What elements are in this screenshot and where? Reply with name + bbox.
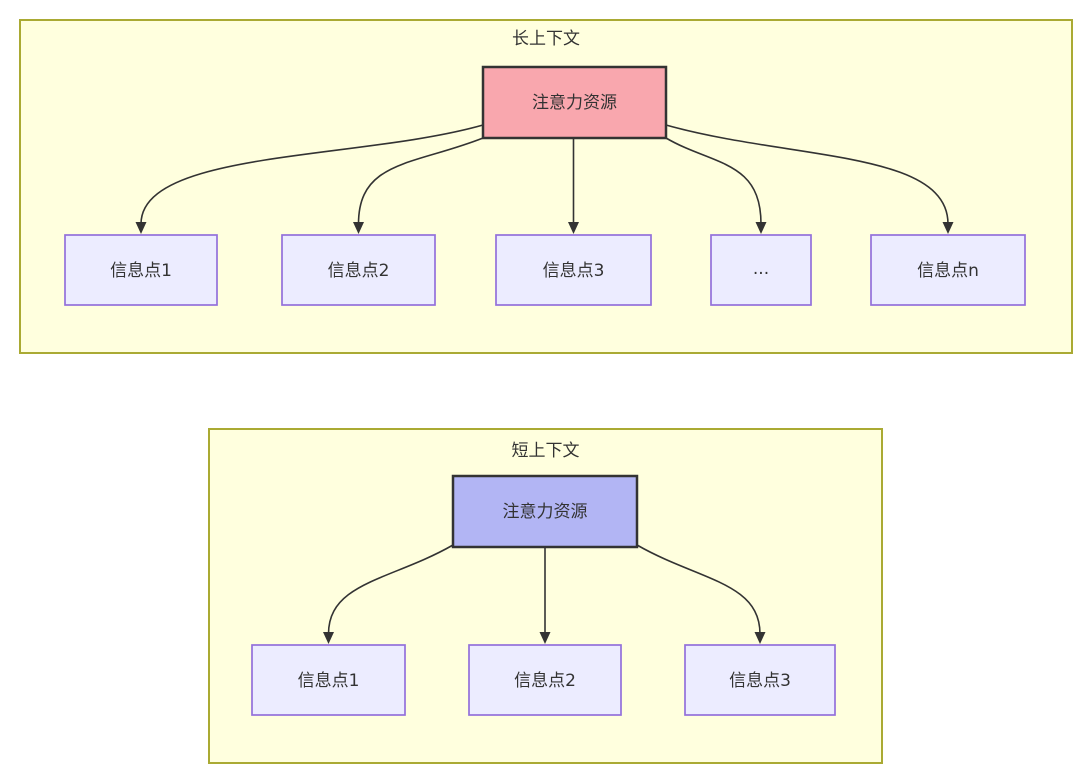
short-attention-label: 注意力资源 xyxy=(503,502,588,522)
long-context-title: 长上下文 xyxy=(512,29,580,49)
arrowhead-short-node1 xyxy=(323,632,334,644)
arrowhead-short-node2 xyxy=(539,632,551,644)
edge-long-to-node1 xyxy=(140,124,484,225)
edge-long-to-dots xyxy=(665,137,762,225)
long-info-node-dots xyxy=(710,234,812,306)
long-info-node-1 xyxy=(64,234,218,306)
long-info-node-3 xyxy=(495,234,652,306)
short-info-label-1: 信息点1 xyxy=(298,671,360,691)
short-context-title: 短上下文 xyxy=(512,441,580,461)
arrowhead-long-noden xyxy=(942,222,954,234)
short-info-label-2: 信息点2 xyxy=(514,671,576,691)
long-info-label-3: 信息点3 xyxy=(543,261,605,281)
long-info-label-2: 信息点2 xyxy=(328,261,390,281)
short-info-node-1 xyxy=(251,644,406,716)
long-info-label-1: 信息点1 xyxy=(110,261,172,281)
edge-long-to-noden xyxy=(665,124,949,225)
arrowhead-long-node1 xyxy=(135,222,147,234)
edge-short-to-node3 xyxy=(636,544,761,635)
long-info-label-n: 信息点n xyxy=(917,261,979,281)
short-info-node-2 xyxy=(468,644,622,716)
arrowhead-short-node3 xyxy=(754,632,766,644)
arrowhead-long-node2 xyxy=(353,222,364,234)
short-info-node-3 xyxy=(684,644,836,716)
edge-long-to-node2 xyxy=(357,137,484,225)
long-attention-label: 注意力资源 xyxy=(532,93,617,113)
arrowhead-long-node3 xyxy=(568,222,579,234)
short-attention-node xyxy=(451,474,639,549)
long-info-node-2 xyxy=(281,234,436,306)
short-context-group: 短上下文 注意力资源 信息点1 信息点2 信息点3 xyxy=(208,428,883,764)
long-info-label-dots: ... xyxy=(753,259,769,279)
long-attention-node xyxy=(481,65,668,140)
long-info-node-n xyxy=(870,234,1026,306)
edge-short-to-node1 xyxy=(327,544,454,635)
long-context-group: 长上下文 注意力资源 信息点1 信息点2 信息点3 ... xyxy=(19,19,1073,354)
short-info-label-3: 信息点3 xyxy=(729,671,791,691)
arrowhead-long-dots xyxy=(755,222,767,234)
